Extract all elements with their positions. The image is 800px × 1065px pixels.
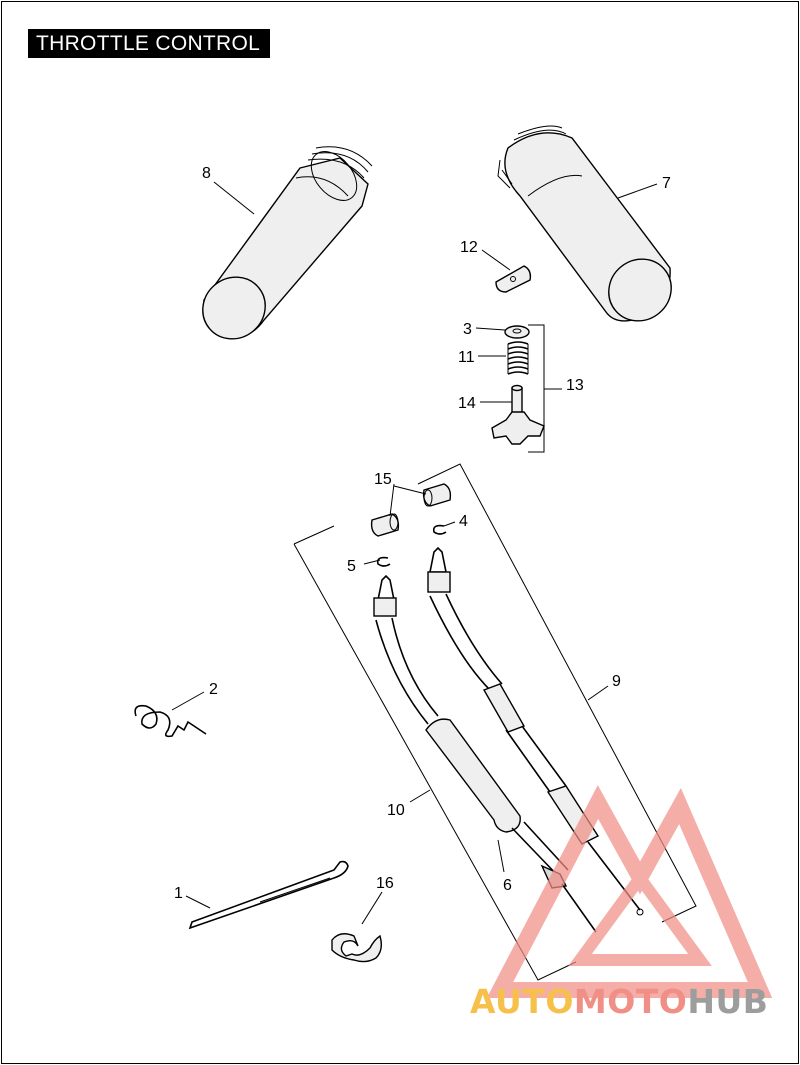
part-7-right-grip [497, 125, 672, 322]
callout-5: 5 [347, 558, 356, 575]
callout-11: 11 [458, 349, 475, 366]
watermark-auto: AUTO [470, 982, 574, 1021]
callout-12: 12 [460, 239, 478, 256]
part-16-clip [331, 933, 383, 963]
callout-16: 16 [376, 875, 394, 892]
callout-15: 15 [374, 471, 392, 488]
watermark-hub: HUB [687, 982, 769, 1021]
callout-8: 8 [202, 165, 211, 182]
leader-lines [171, 181, 658, 925]
part-4-clip [432, 524, 447, 535]
part-11-spring [507, 341, 529, 375]
callout-4: 4 [459, 513, 468, 530]
callout-14: 14 [458, 395, 476, 412]
part-3-nut [504, 325, 530, 339]
part-13-kit-bracket [528, 324, 562, 453]
part-15-cap-right [422, 483, 452, 507]
part-12-ferrule [495, 265, 532, 293]
watermark-logo-icon [486, 785, 773, 998]
callout-2: 2 [209, 681, 218, 698]
watermark-moto: MOTO [573, 982, 688, 1021]
callout-9: 9 [612, 673, 621, 690]
part-8-left-grip [202, 146, 373, 340]
part-15-cap-left [370, 513, 400, 537]
part-10-idle-cable [373, 574, 597, 933]
part-1-cable-strap [188, 860, 349, 930]
part-2-spring-clip [134, 704, 207, 738]
callout-7: 7 [662, 175, 671, 192]
part-5-clip [376, 556, 391, 567]
part-9-throttle-cable [427, 546, 644, 916]
callout-1: 1 [174, 885, 183, 902]
callout-6: 6 [503, 877, 512, 894]
part-14-adjuster-screw [491, 384, 545, 445]
callout-3: 3 [463, 321, 472, 338]
diagram-title: THROTTLE CONTROL [28, 29, 271, 58]
callout-13: 13 [566, 377, 584, 394]
callout-10: 10 [387, 802, 405, 819]
watermark-text: AUTOMOTOHUB [470, 982, 800, 1022]
cable-assembly-box [293, 463, 697, 981]
